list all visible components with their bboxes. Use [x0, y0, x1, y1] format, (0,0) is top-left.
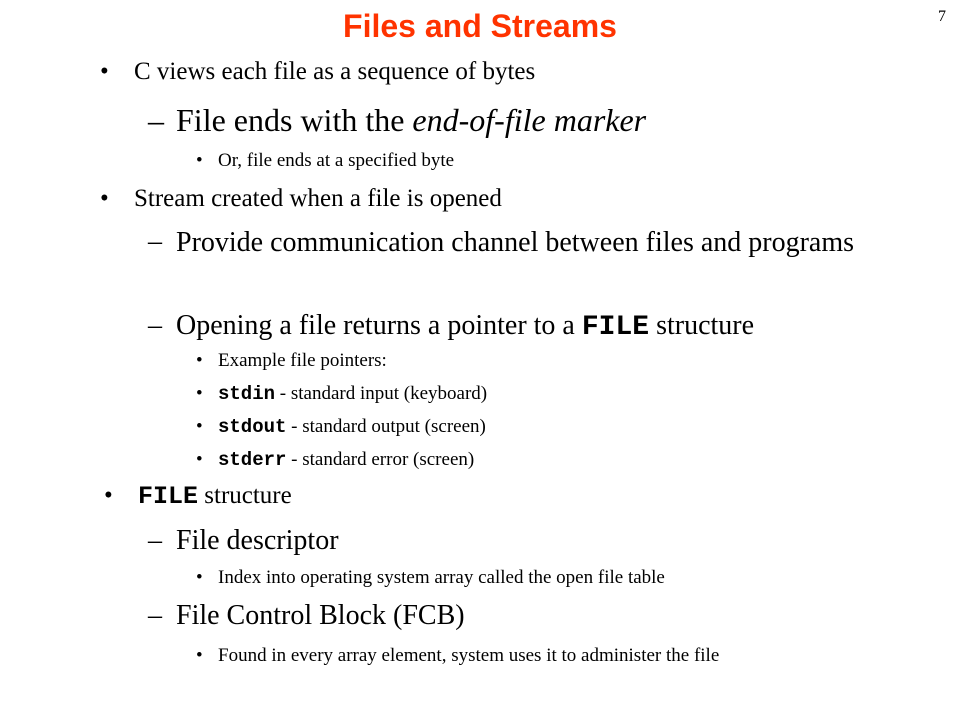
bullet-marker: •	[196, 383, 203, 404]
sub-sub-bullet-text: - standard output (screen)	[286, 416, 486, 437]
sub-sub-bullet-line: • stderr - standard error (screen)	[196, 449, 474, 471]
code-text: stderr	[218, 449, 287, 471]
sub-sub-bullet-text: - standard error (screen)	[286, 449, 475, 470]
sub-bullet-text: Opening a file returns a pointer to a	[176, 310, 582, 341]
sub-bullet-text: Provide communication channel between fi…	[176, 227, 855, 258]
sub-bullet-text: File descriptor	[176, 525, 339, 556]
sub-sub-bullet-text: Found in every array element, system use…	[218, 645, 720, 666]
bullet-text: C views each file as a sequence of bytes	[134, 58, 536, 85]
sub-sub-bullet-line: • Or, file ends at a specified byte	[196, 150, 454, 172]
sub-bullet-line: –Opening a file returns a pointer to a F…	[148, 310, 754, 343]
code-text: stdin	[218, 383, 276, 405]
sub-bullet-line: –File ends with the end-of-file marker	[148, 102, 646, 139]
bullet-marker: •	[196, 150, 203, 171]
code-text: FILE	[581, 312, 650, 343]
bullet-marker: •	[196, 567, 203, 588]
sub-sub-bullet-line: • stdin - standard input (keyboard)	[196, 383, 487, 405]
sub-sub-bullet-line: • Index into operating system array calle…	[196, 567, 665, 589]
bullet-text: structure	[198, 482, 292, 509]
bullet-marker: •	[196, 645, 203, 666]
sub-bullet-line: –File Control Block (FCB)	[148, 600, 465, 632]
code-text: FILE	[138, 482, 199, 511]
dash-marker: –	[148, 310, 162, 341]
page-number: 7	[938, 8, 946, 25]
sub-sub-bullet-line: • Example file pointers:	[196, 350, 387, 372]
slide-title: Files and Streams	[343, 8, 617, 44]
bullet-marker: •	[196, 350, 203, 371]
sub-bullet-text: File Control Block (FCB)	[176, 600, 465, 631]
bullet-marker: •	[196, 416, 203, 437]
dash-marker: –	[148, 102, 164, 138]
sub-sub-bullet-line: • Found in every array element, system us…	[196, 645, 719, 667]
sub-sub-bullet-text: Example file pointers:	[218, 350, 387, 371]
sub-sub-bullet-text: - standard input (keyboard)	[275, 383, 488, 404]
bullet-marker: •	[100, 185, 109, 212]
bullet-marker: •	[100, 58, 109, 85]
bullet-line: • C views each file as a sequence of byte…	[100, 58, 535, 86]
sub-bullet-line: –File descriptor	[148, 525, 339, 557]
bullet-text: Stream created when a file is opened	[134, 185, 502, 212]
sub-sub-bullet-text: Index into operating system array called…	[218, 567, 665, 588]
sub-sub-bullet-line: • stdout - standard output (screen)	[196, 416, 486, 438]
bullet-marker: •	[196, 449, 203, 470]
code-text: stdout	[218, 416, 287, 438]
dash-marker: –	[148, 525, 162, 556]
sub-bullet-line: –Provide communication channel between f…	[148, 226, 876, 260]
dash-marker: –	[148, 600, 162, 631]
bullet-marker: •	[104, 482, 113, 509]
sub-bullet-text: File ends with the	[176, 102, 413, 138]
sub-sub-bullet-text: Or, file ends at a specified byte	[218, 150, 455, 171]
dash-marker: –	[148, 226, 162, 257]
sub-bullet-emphasis: end-of-file marker	[412, 102, 647, 138]
sub-bullet-text: structure	[649, 310, 755, 341]
bullet-line: • Stream created when a file is opened	[100, 185, 502, 213]
bullet-line: • FILE structure	[104, 482, 292, 511]
